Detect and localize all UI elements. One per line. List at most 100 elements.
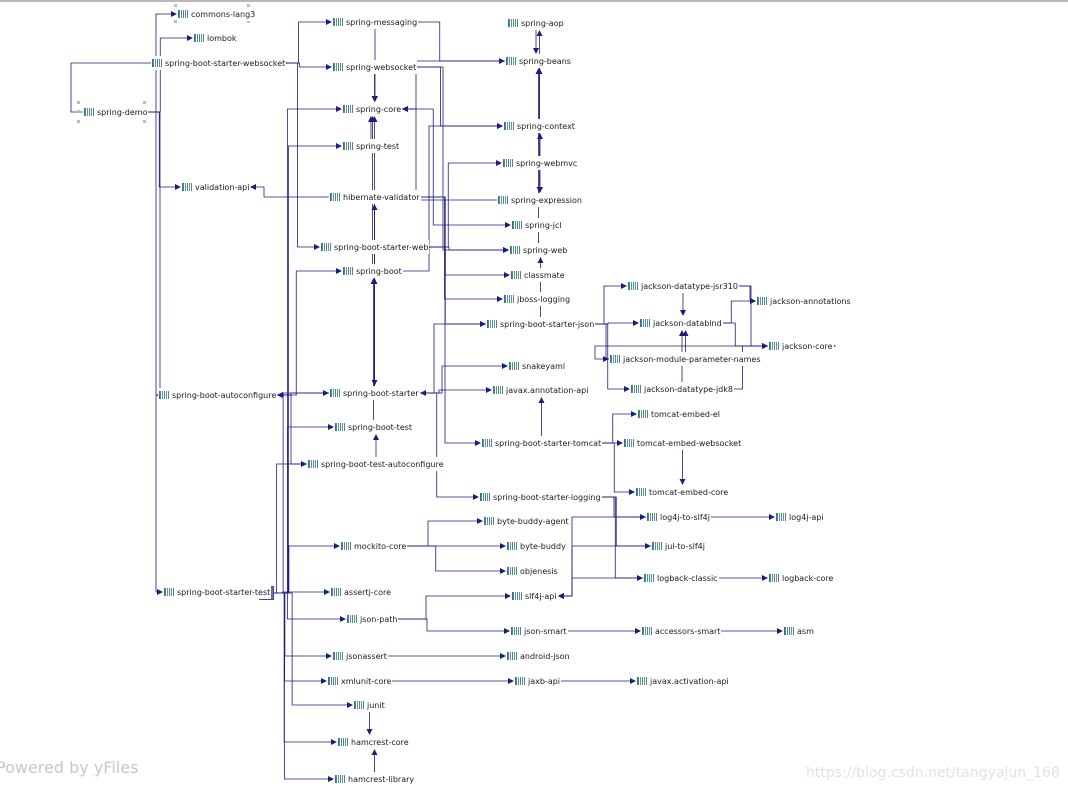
dependency-edge xyxy=(266,143,342,594)
selection-handle-icon[interactable] xyxy=(174,20,177,23)
node-log4j-api[interactable]: log4j-api xyxy=(775,510,825,524)
node-label: slf4j-api xyxy=(525,591,557,601)
node-android-json[interactable]: android-json xyxy=(506,649,571,663)
node-label: byte-buddy xyxy=(520,541,566,551)
node-spring-boot-test-autoconfigure[interactable]: spring-boot-test-autoconfigure xyxy=(307,457,445,471)
jar-icon xyxy=(498,196,508,204)
jar-icon xyxy=(335,423,345,431)
node-spring-boot-autoconfigure[interactable]: spring-boot-autoconfigure xyxy=(158,388,278,402)
node-tomcat-embed-el[interactable]: tomcat-embed-el xyxy=(637,407,721,421)
node-spring-expression[interactable]: spring-expression xyxy=(497,193,583,207)
node-snakeyaml[interactable]: snakeyaml xyxy=(508,359,567,373)
dependency-edge xyxy=(148,111,181,190)
node-spring-webmvc[interactable]: spring-webmvc xyxy=(502,156,579,170)
selection-handle-icon[interactable] xyxy=(77,110,80,113)
node-jackson-annotations[interactable]: jackson-annotations xyxy=(756,294,852,308)
node-spring-boot-starter-json[interactable]: spring-boot-starter-json xyxy=(486,317,596,331)
node-spring-messaging[interactable]: spring-messaging xyxy=(332,15,419,29)
dependency-edge xyxy=(148,35,193,113)
selection-handle-icon[interactable] xyxy=(143,101,146,104)
node-label: jackson-databind xyxy=(653,318,722,328)
node-xmlunit-core[interactable]: xmlunit-core xyxy=(327,674,393,688)
dependency-edge xyxy=(266,390,329,594)
dependency-edge xyxy=(148,111,162,398)
node-logback-classic[interactable]: logback-classic xyxy=(643,571,719,585)
dependency-edge xyxy=(602,496,646,520)
selection-handle-icon[interactable] xyxy=(247,20,250,23)
node-tomcat-embed-websocket[interactable]: tomcat-embed-websocket xyxy=(623,436,743,450)
node-junit[interactable]: junit xyxy=(353,698,386,712)
jar-icon xyxy=(644,574,654,582)
node-accessors-smart[interactable]: accessors-smart xyxy=(641,624,722,638)
node-json-path[interactable]: json-path xyxy=(346,612,399,626)
node-jackson-datatype-jdk8[interactable]: jackson-datatype-jdk8 xyxy=(630,382,734,396)
dependency-edge xyxy=(417,66,509,253)
node-spring-boot-starter-test[interactable]: spring-boot-starter-test xyxy=(163,585,272,599)
node-slf4j-api[interactable]: slf4j-api xyxy=(511,589,558,603)
node-jackson-datatype-jsr310[interactable]: jackson-datatype-jsr310 xyxy=(627,279,739,293)
node-javax-activation-api[interactable]: javax.activation-api xyxy=(636,674,730,688)
node-spring-boot-starter[interactable]: spring-boot-starter xyxy=(329,386,420,400)
node-jboss-logging[interactable]: jboss-logging xyxy=(503,292,572,306)
selection-handle-icon[interactable] xyxy=(247,4,250,7)
node-spring-beans[interactable]: spring-beans xyxy=(505,54,572,68)
node-spring-boot-starter-web[interactable]: spring-boot-starter-web xyxy=(320,240,430,254)
node-objenesis[interactable]: objenesis xyxy=(506,564,559,578)
node-spring-websocket[interactable]: spring-websocket xyxy=(332,60,418,74)
node-byte-buddy[interactable]: byte-buddy xyxy=(506,539,567,553)
node-spring-test[interactable]: spring-test xyxy=(342,139,401,153)
node-label: spring-jcl xyxy=(525,220,562,230)
node-commons-lang3[interactable]: commons-lang3 xyxy=(177,7,257,21)
node-jackson-core[interactable]: jackson-core xyxy=(768,339,834,353)
node-spring-web[interactable]: spring-web xyxy=(509,243,569,257)
node-asm[interactable]: asm xyxy=(783,624,815,638)
node-jackson-databind[interactable]: jackson-databind xyxy=(639,316,723,330)
node-spring-core[interactable]: spring-core xyxy=(342,102,403,116)
node-spring-boot-test[interactable]: spring-boot-test xyxy=(334,420,414,434)
node-jaxb-api[interactable]: jaxb-api xyxy=(514,674,562,688)
node-tomcat-embed-core[interactable]: tomcat-embed-core xyxy=(635,485,730,499)
selection-handle-icon[interactable] xyxy=(77,120,80,123)
node-hibernate-validator[interactable]: hibernate-validator xyxy=(329,190,421,204)
node-spring-boot-starter-logging[interactable]: spring-boot-starter-logging xyxy=(479,490,602,504)
node-jsonassert[interactable]: jsonassert xyxy=(332,649,388,663)
selection-handle-icon[interactable] xyxy=(143,120,146,123)
jar-icon xyxy=(610,355,620,363)
node-spring-boot-starter-websocket[interactable]: spring-boot-starter-websocket xyxy=(151,56,287,70)
node-label: lombok xyxy=(207,33,237,43)
node-spring-boot[interactable]: spring-boot xyxy=(342,264,403,278)
node-json-smart[interactable]: json-smart xyxy=(510,624,568,638)
node-lombok[interactable]: lombok xyxy=(193,31,238,45)
dependency-edge xyxy=(266,592,334,782)
node-byte-buddy-agent[interactable]: byte-buddy-agent xyxy=(483,514,570,528)
node-javax-annotation-api[interactable]: javax.annotation-api xyxy=(492,383,590,397)
node-jackson-module-parameter-names[interactable]: jackson-module-parameter-names xyxy=(609,352,762,366)
node-spring-demo[interactable]: spring-demo xyxy=(83,105,149,119)
node-spring-context[interactable]: spring-context xyxy=(503,119,576,133)
node-jul-to-slf4j[interactable]: jul-to-slf4j xyxy=(651,539,706,553)
node-label: spring-context xyxy=(517,121,575,131)
dependency-edge xyxy=(595,323,630,392)
node-validation-api[interactable]: validation-api xyxy=(181,180,251,194)
node-mockito-core[interactable]: mockito-core xyxy=(340,539,408,553)
node-spring-boot-starter-tomcat[interactable]: spring-boot-starter-tomcat xyxy=(481,436,603,450)
dependency-edge xyxy=(266,592,332,659)
node-label: json-smart xyxy=(524,626,567,636)
jar-icon xyxy=(341,542,351,550)
node-hamcrest-library[interactable]: hamcrest-library xyxy=(334,772,416,786)
dependency-edge xyxy=(407,545,506,574)
node-spring-aop[interactable]: spring-aop xyxy=(507,16,565,30)
node-classmate[interactable]: classmate xyxy=(510,268,566,282)
jar-icon xyxy=(507,542,517,550)
node-hamcrest-core[interactable]: hamcrest-core xyxy=(337,735,410,749)
node-assertj-core[interactable]: assertj-core xyxy=(330,585,393,599)
dependency-edge xyxy=(266,106,342,594)
selection-handle-icon[interactable] xyxy=(77,101,80,104)
node-logback-core[interactable]: logback-core xyxy=(768,571,835,585)
selection-handle-icon[interactable] xyxy=(174,4,177,7)
jar-icon xyxy=(757,297,767,305)
node-label: spring-beans xyxy=(519,56,571,66)
jar-icon xyxy=(333,652,343,660)
node-log4j-to-slf4j[interactable]: log4j-to-slf4j xyxy=(646,510,711,524)
node-spring-jcl[interactable]: spring-jcl xyxy=(511,218,563,232)
